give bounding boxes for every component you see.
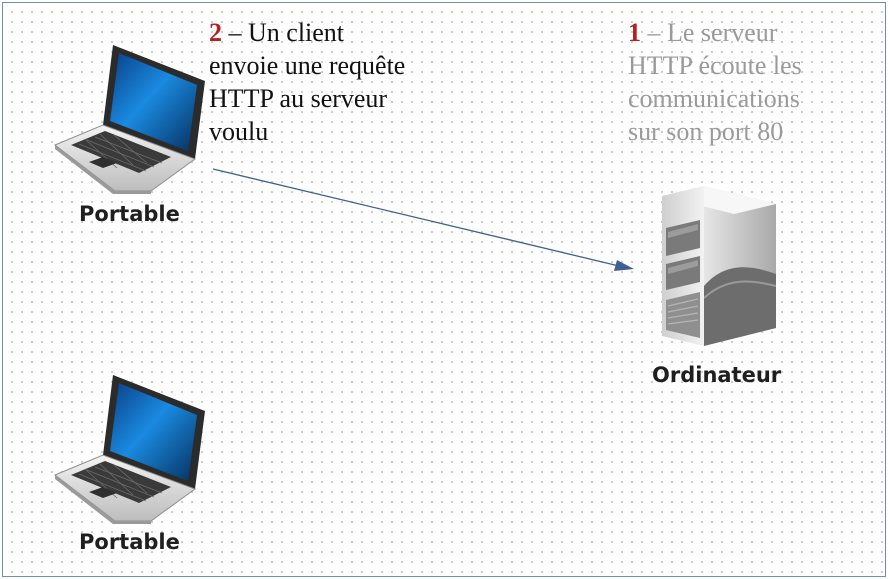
laptop-icon: [54, 375, 205, 524]
server-note-line-3: communications: [628, 84, 800, 113]
step-number-2: 2: [209, 18, 222, 47]
server-note-line-1: 1 – Le serveur: [628, 18, 778, 47]
arrowhead-icon: [614, 260, 634, 271]
client-request-note: 2 – Un client envoie une requête HTTP au…: [209, 16, 405, 148]
client-note-line-1: 2 – Un client: [209, 18, 345, 47]
laptop-node-top[interactable]: Portable: [54, 41, 205, 226]
client-note-line-2: envoie une requête: [209, 51, 406, 80]
server-note-line-4: sur son port 80: [628, 117, 784, 146]
server-tower-icon: [662, 186, 777, 346]
step-number-1: 1: [628, 18, 641, 47]
laptop-label-top: Portable: [79, 202, 180, 226]
server-listen-note: 1 – Le serveur HTTP écoute les communica…: [628, 16, 802, 148]
laptop-icon: [54, 45, 205, 194]
server-node[interactable]: Ordinateur: [652, 178, 783, 387]
client-note-line-3: HTTP au serveur: [209, 84, 388, 113]
laptop-node-bottom[interactable]: Portable: [54, 371, 205, 554]
laptop-label-bottom: Portable: [79, 530, 180, 554]
client-note-line-4: voulu: [209, 117, 269, 146]
server-note-line-2: HTTP écoute les: [628, 51, 802, 80]
server-label: Ordinateur: [652, 363, 782, 387]
request-arrow[interactable]: [3, 3, 885, 576]
